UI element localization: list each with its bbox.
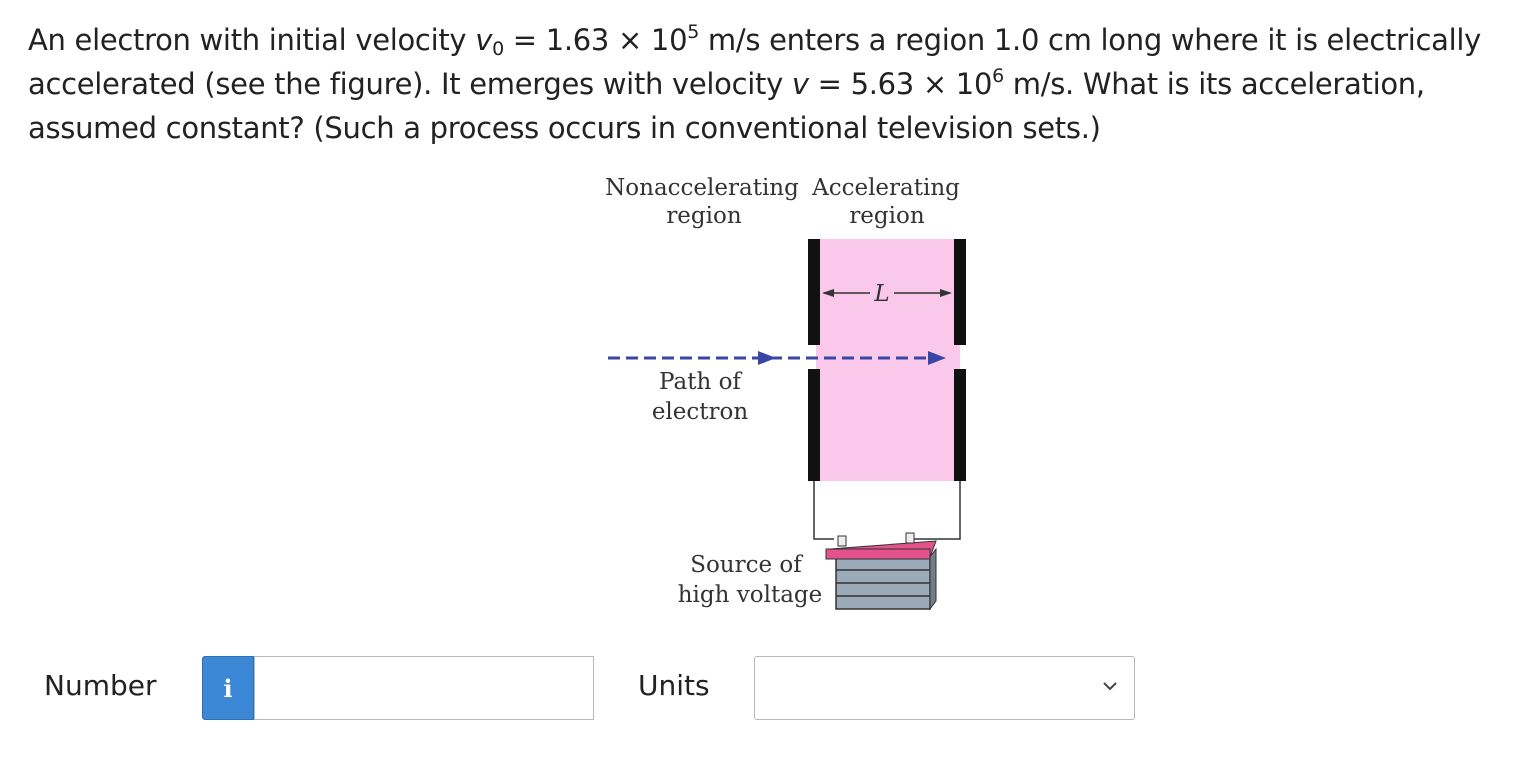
question-part: m/s enters a region 1.0 cm long where it… — [28, 23, 1481, 101]
accel-label-line2: region — [849, 203, 925, 229]
path-label-line2: electron — [652, 399, 749, 425]
answer-row: Number i Units — [0, 655, 1534, 723]
right-plate-top — [954, 239, 966, 345]
number-label: Number — [44, 669, 157, 702]
exponent: 6 — [992, 65, 1004, 87]
length-dimension — [822, 289, 952, 297]
number-input[interactable] — [254, 656, 594, 720]
v0-subscript: 0 — [492, 38, 504, 60]
battery-icon — [825, 532, 937, 611]
left-plate-top — [808, 239, 820, 345]
length-label: L — [873, 281, 889, 307]
question-part: = 1.63 × 10 — [503, 23, 688, 57]
accelerator-figure: Nonaccelerating region Accelerating regi… — [590, 165, 990, 625]
left-plate-bottom — [808, 369, 820, 481]
path-label-line1: Path of — [659, 369, 742, 395]
nonaccel-label-line2: region — [666, 203, 742, 229]
source-label-line1: Source of — [690, 552, 803, 578]
exponent: 5 — [687, 21, 700, 43]
chevron-down-icon — [1103, 682, 1117, 691]
accel-label-line1: Accelerating — [811, 175, 960, 201]
question-part: m/s. What is its acceleration, assumed c… — [28, 67, 1425, 145]
source-label-line2: high voltage — [678, 582, 823, 608]
units-select[interactable] — [754, 656, 1135, 720]
info-icon[interactable]: i — [202, 656, 254, 720]
path-arrow-left — [758, 351, 776, 365]
units-label: Units — [638, 669, 710, 702]
wire-left — [813, 481, 834, 540]
question-part: = 5.63 × 10 — [808, 67, 993, 101]
v-symbol: v — [791, 67, 809, 101]
question-part: An electron with initial velocity — [28, 23, 476, 57]
nonaccel-label-line1: Nonaccelerating — [605, 175, 799, 201]
path-arrow-right — [928, 351, 946, 365]
right-plate-bottom — [954, 369, 966, 481]
wire-right — [910, 481, 961, 540]
v0-symbol: v — [475, 23, 493, 57]
question-text: An electron with initial velocity v0 = 1… — [28, 18, 1508, 150]
figure-svg: Nonaccelerating region Accelerating regi… — [605, 175, 966, 611]
